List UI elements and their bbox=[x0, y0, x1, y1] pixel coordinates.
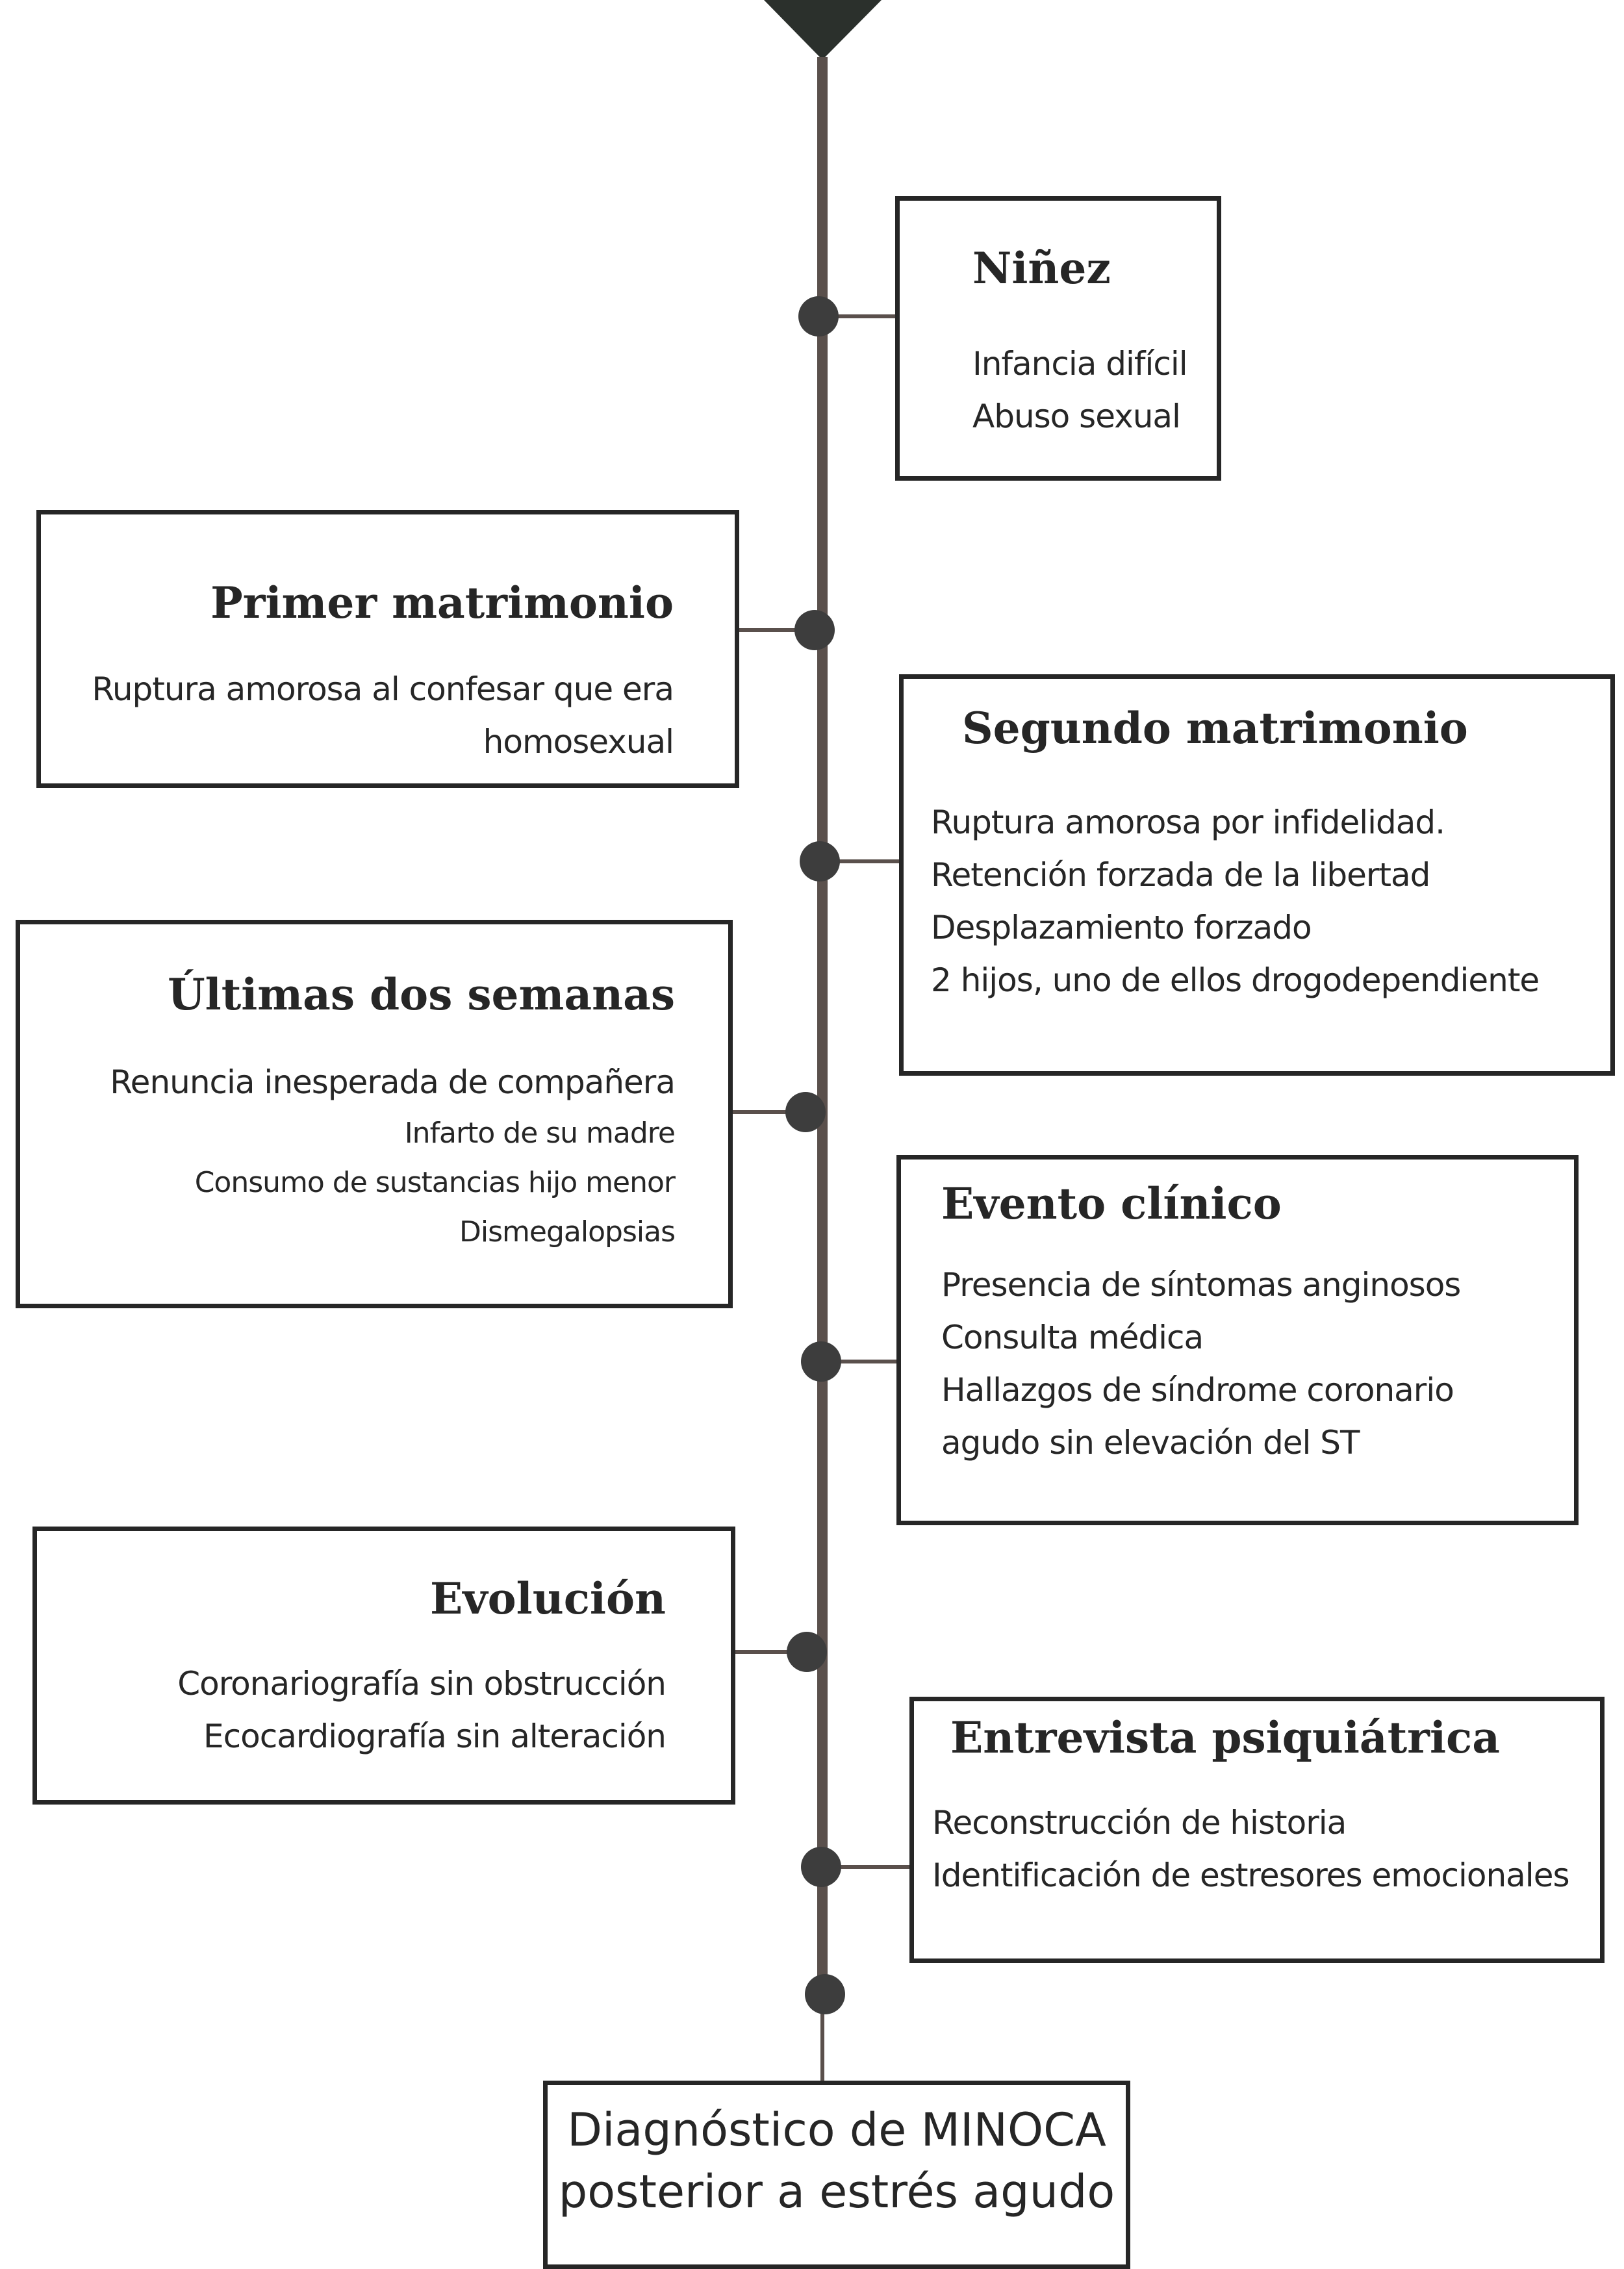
event-line: Consulta médica bbox=[941, 1318, 1204, 1356]
event-box-primer-matrimonio: Primer matrimonio Ruptura amorosa al con… bbox=[36, 510, 739, 788]
event-line: homosexual bbox=[483, 722, 674, 761]
node-entrevista bbox=[801, 1847, 841, 1887]
diagnosis-line-2: posterior a estrés agudo bbox=[558, 2165, 1115, 2218]
event-line: Coronariografía sin obstrucción bbox=[177, 1664, 666, 1703]
event-line: agudo sin elevación del ST bbox=[941, 1423, 1360, 1462]
event-line: Abuso sexual bbox=[972, 397, 1181, 435]
event-line: Infancia difícil bbox=[972, 344, 1188, 383]
node-primer-matrimonio bbox=[794, 610, 835, 650]
node-evolucion bbox=[787, 1632, 827, 1672]
event-line: Desplazamiento forzado bbox=[931, 908, 1312, 946]
event-box-ultimas-semanas: Últimas dos semanas Renuncia inesperada … bbox=[16, 920, 733, 1308]
event-line: Hallazgos de síndrome coronario bbox=[941, 1371, 1454, 1409]
event-line: Reconstrucción de historia bbox=[932, 1803, 1347, 1842]
event-title: Primer matrimonio bbox=[210, 577, 674, 628]
event-title: Evolución bbox=[430, 1573, 666, 1624]
event-title: Últimas dos semanas bbox=[168, 969, 675, 1020]
event-line: Renuncia inesperada de compañera bbox=[110, 1063, 676, 1101]
diagnosis-box: Diagnóstico de MINOCA posterior a estrés… bbox=[543, 2081, 1130, 2269]
event-box-segundo-matrimonio: Segundo matrimonio Ruptura amorosa por i… bbox=[899, 674, 1615, 1076]
event-title: Niñez bbox=[972, 243, 1111, 294]
event-box-entrevista: Entrevista psiquiátrica Reconstrucción d… bbox=[909, 1697, 1605, 1963]
node-ultimas-semanas bbox=[785, 1092, 826, 1132]
event-line: Ruptura amorosa al confesar que era bbox=[92, 670, 674, 708]
event-line: Presencia de síntomas anginosos bbox=[941, 1265, 1461, 1304]
event-line: Infarto de su madre bbox=[404, 1116, 676, 1150]
event-line: Consumo de sustancias hijo menor bbox=[194, 1165, 676, 1199]
node-ninez bbox=[798, 296, 839, 336]
event-box-evento-clinico: Evento clínico Presencia de síntomas ang… bbox=[896, 1155, 1579, 1525]
node-segundo-matrimonio bbox=[800, 841, 840, 881]
event-title: Segundo matrimonio bbox=[962, 703, 1468, 754]
start-arrow bbox=[764, 0, 882, 60]
event-title: Evento clínico bbox=[941, 1178, 1282, 1229]
event-title: Entrevista psiquiátrica bbox=[950, 1712, 1500, 1763]
event-line: Retención forzada de la libertad bbox=[931, 856, 1430, 894]
node-final bbox=[805, 1974, 845, 2014]
event-line: Ruptura amorosa por infidelidad. bbox=[931, 803, 1445, 841]
event-box-evolucion: Evolución Coronariografía sin obstrucció… bbox=[32, 1527, 735, 1805]
event-line: 2 hijos, uno de ellos drogodependiente bbox=[931, 961, 1540, 999]
node-evento-clinico bbox=[801, 1341, 841, 1382]
event-box-ninez: Niñez Infancia difícil Abuso sexual bbox=[895, 196, 1221, 481]
event-line: Identificación de estresores emocionales bbox=[932, 1856, 1570, 1894]
event-line: Dismegalopsias bbox=[459, 1215, 676, 1249]
diagnosis-line-1: Diagnóstico de MINOCA bbox=[567, 2103, 1106, 2157]
event-line: Ecocardiografía sin alteración bbox=[203, 1717, 666, 1755]
